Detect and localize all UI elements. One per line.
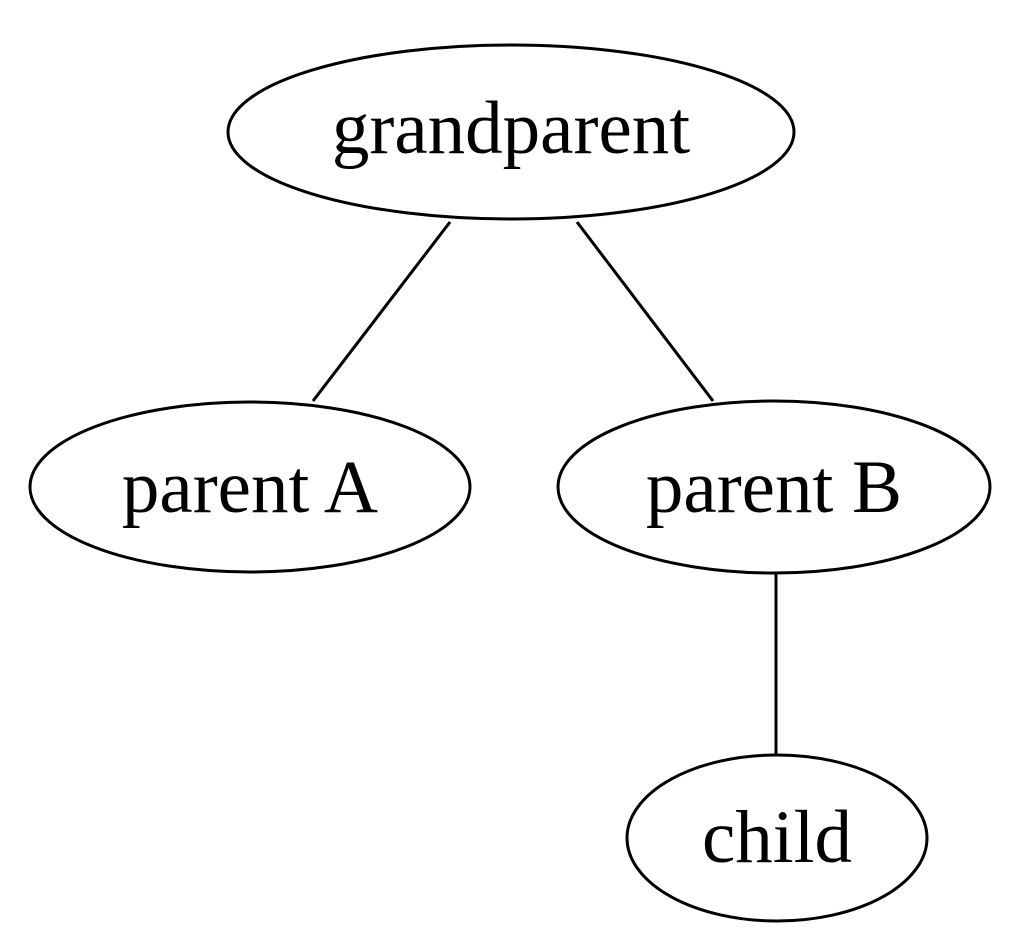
node-child-label: child bbox=[702, 796, 852, 879]
node-grandparent-label: grandparent bbox=[332, 87, 690, 170]
node-parent-a-ellipse[interactable] bbox=[28, 400, 472, 574]
node-parent-b-ellipse[interactable] bbox=[556, 399, 992, 575]
edge-group bbox=[311, 221, 778, 755]
node-child-ellipse[interactable] bbox=[625, 753, 929, 923]
node-parent-a[interactable]: parent A bbox=[28, 400, 472, 574]
edge-grandparent-parent-a[interactable] bbox=[311, 221, 452, 402]
node-parent-a-label: parent A bbox=[122, 446, 378, 529]
node-grandparent-ellipse[interactable] bbox=[226, 43, 796, 221]
node-parent-b-label: parent B bbox=[646, 446, 902, 529]
node-child[interactable]: child bbox=[625, 753, 929, 923]
edge-grandparent-parent-b[interactable] bbox=[575, 221, 715, 402]
node-parent-b[interactable]: parent B bbox=[556, 399, 992, 575]
node-grandparent[interactable]: grandparent bbox=[226, 43, 796, 221]
